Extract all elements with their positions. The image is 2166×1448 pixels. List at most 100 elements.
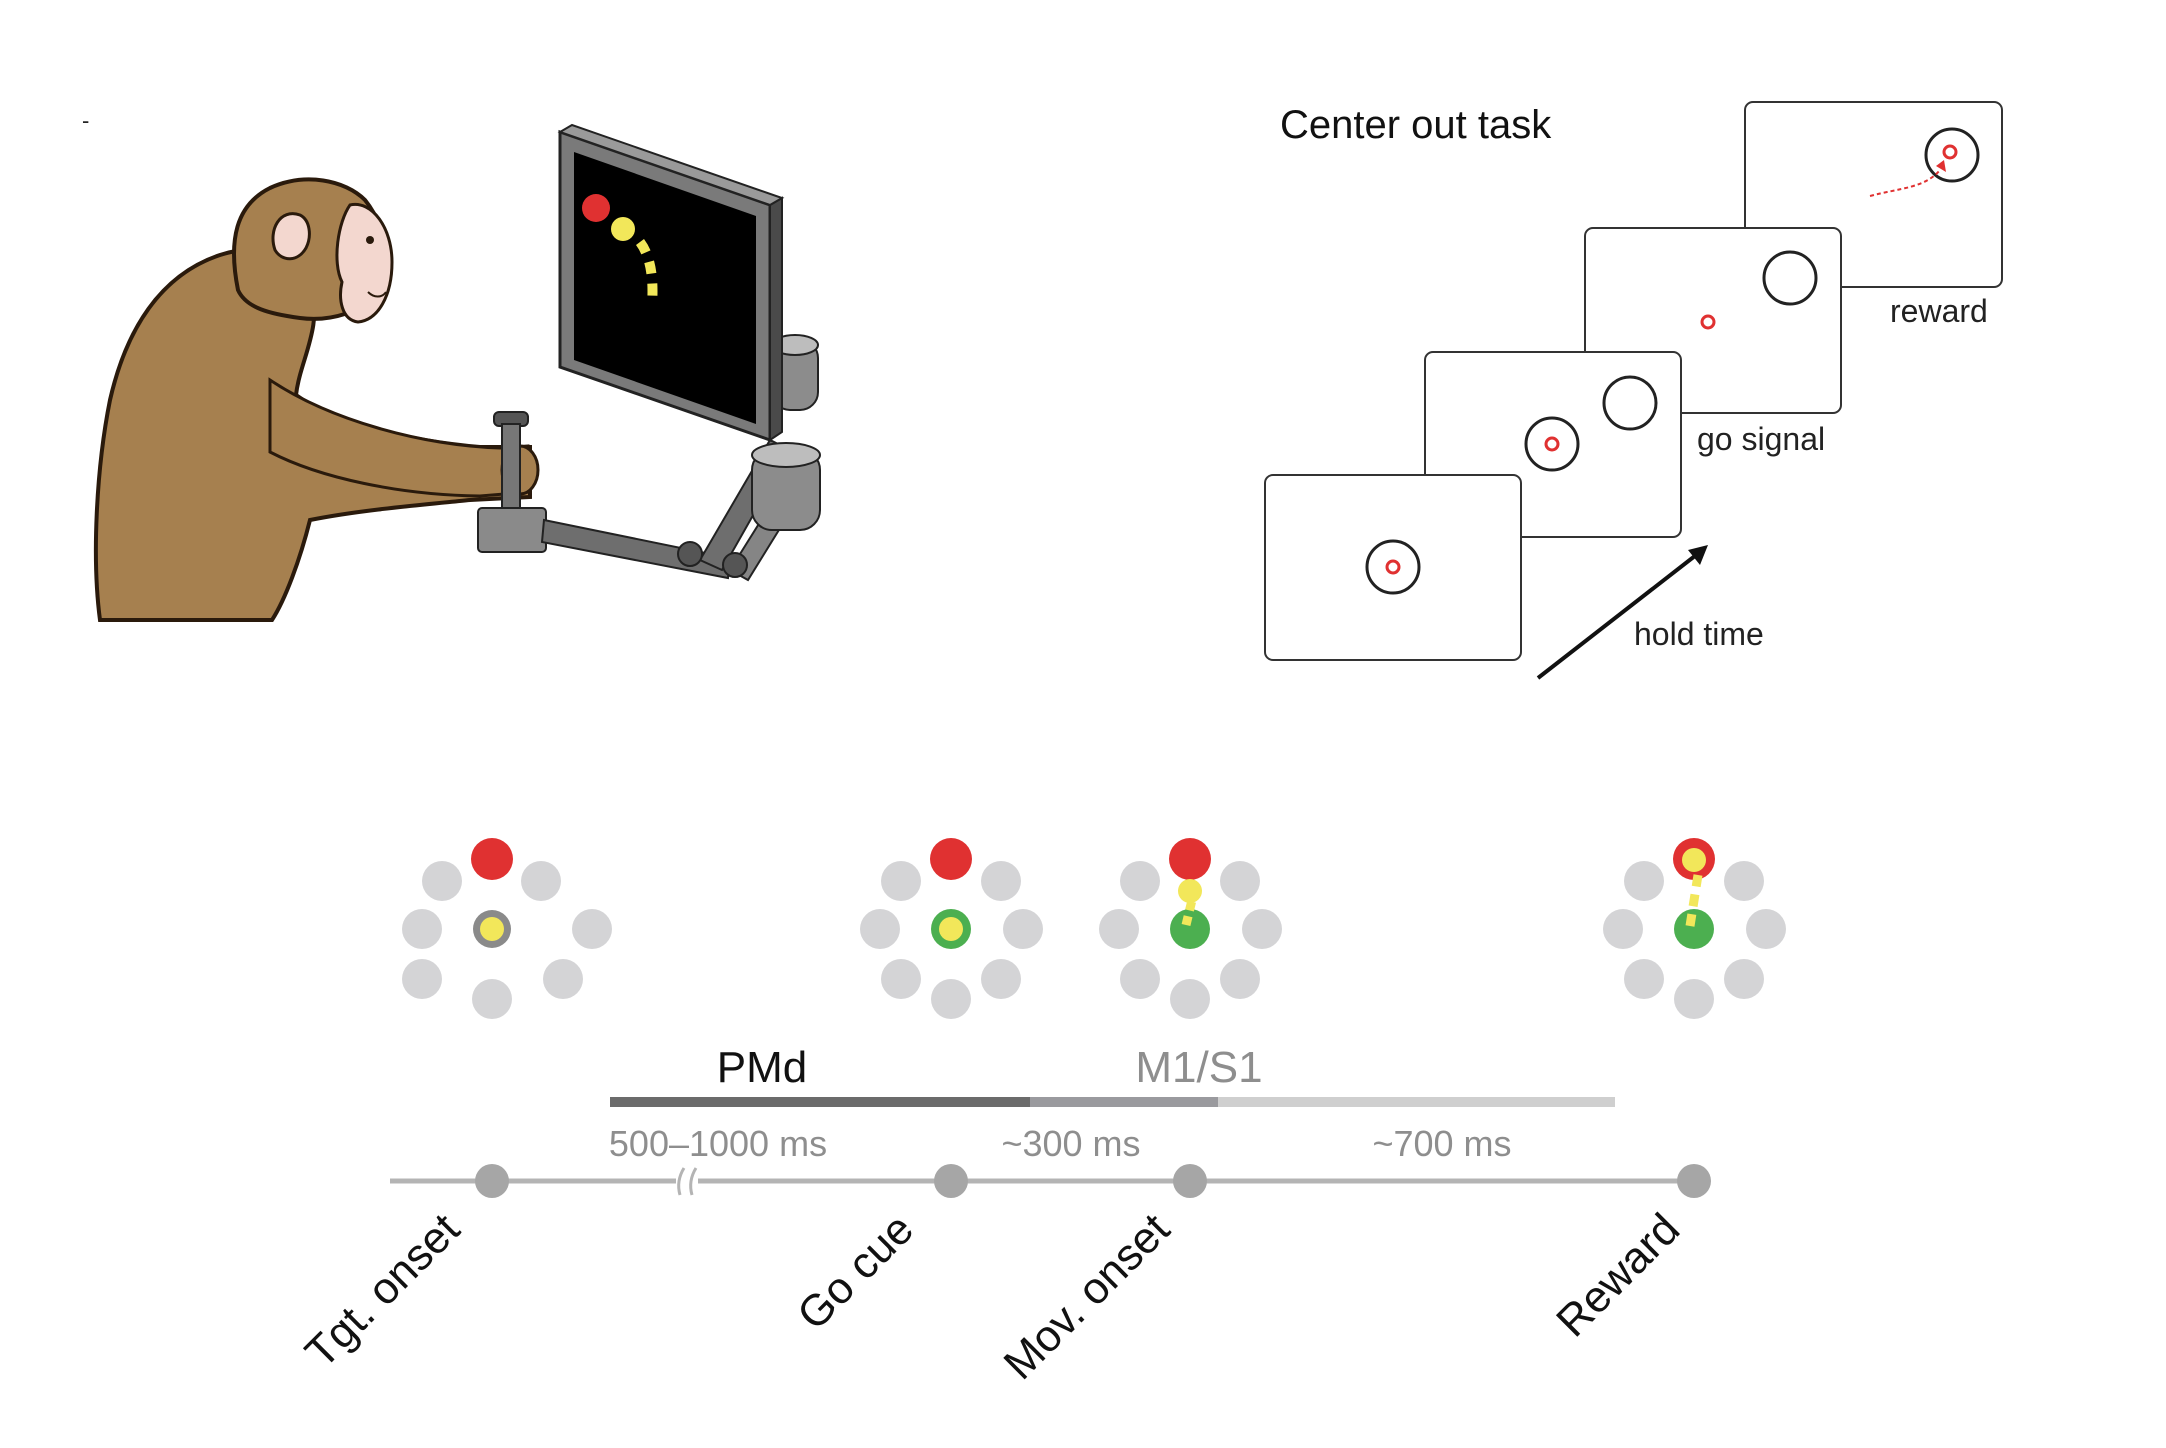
screen-cursor-dot	[611, 217, 635, 241]
panel-hold-cursor	[1385, 559, 1401, 575]
peripheral-target	[402, 909, 442, 949]
joint-2	[722, 552, 748, 578]
monitor-top	[557, 123, 785, 207]
event-label-go-cue: Go cue	[788, 1204, 923, 1339]
joint-1	[677, 541, 703, 567]
panel-reward-cursor	[1942, 144, 1958, 160]
cursor	[1682, 848, 1706, 872]
monkey-illustration	[93, 177, 540, 622]
peripheral-target	[1724, 861, 1764, 901]
cued-target	[1169, 838, 1211, 880]
monitor	[557, 123, 785, 443]
label-go-signal: go signal	[1697, 421, 1825, 457]
duration-move: ~700 ms	[1372, 1123, 1511, 1164]
peripheral-target	[1603, 909, 1643, 949]
panel-hold	[1264, 474, 1522, 661]
cursor	[939, 917, 963, 941]
cursor	[480, 917, 504, 941]
peripheral-target	[402, 959, 442, 999]
label-reward: reward	[1890, 293, 1988, 329]
event-label-mov-onset: Mov. onset	[995, 1204, 1180, 1389]
peripheral-target	[1724, 959, 1764, 999]
peripheral-target	[981, 861, 1021, 901]
pmd-bar	[610, 1097, 1030, 1107]
peripheral-target	[1170, 979, 1210, 1019]
event-dot-tgt-onset	[475, 1164, 509, 1198]
peripheral-target	[521, 861, 561, 901]
cursor-trail	[1181, 898, 1197, 927]
m1s1-bar	[1030, 1097, 1218, 1107]
peripheral-target	[1242, 909, 1282, 949]
handle-base	[477, 507, 547, 553]
event-dot-mov-onset	[1173, 1164, 1207, 1198]
peripheral-target	[472, 979, 512, 1019]
panel-reward-arrowhead	[1936, 160, 1946, 172]
event-dot-go-cue	[934, 1164, 968, 1198]
event-labels: Tgt. onset Go cue Mov. onset Reward	[296, 1204, 1689, 1389]
screen-target-dot	[582, 194, 610, 222]
hold-time-arrow	[1536, 550, 1702, 680]
peripheral-target	[422, 861, 462, 901]
panel-target-peripheral	[1602, 375, 1658, 431]
center-target	[1674, 909, 1714, 949]
label-hold-time: hold time	[1634, 616, 1764, 652]
peripheral-target	[1624, 959, 1664, 999]
trial-diagrams	[402, 838, 1786, 1019]
diagram-mov-onset	[1099, 838, 1282, 1019]
duration-hold: 500–1000 ms	[609, 1123, 827, 1164]
panel-hold-center	[1365, 539, 1421, 595]
screen-cursor-trail	[635, 239, 658, 306]
tail-bar	[1218, 1097, 1615, 1107]
timeline-axis	[390, 1164, 1711, 1198]
handle-shaft	[501, 423, 521, 515]
diagram-reward	[1603, 838, 1786, 1019]
panel-go-cursor	[1700, 314, 1716, 330]
monkey-mouth	[367, 291, 387, 298]
event-label-reward: Reward	[1547, 1204, 1689, 1346]
cued-target	[930, 838, 972, 880]
task-panels: reward go signal hold time	[1264, 101, 2003, 680]
monitor-side	[769, 196, 783, 442]
diagram-target-onset	[402, 838, 612, 1019]
peripheral-target	[1674, 979, 1714, 1019]
duration-labels: 500–1000 ms ~300 ms ~700 ms	[609, 1123, 1512, 1164]
panel-target-center	[1524, 416, 1580, 472]
panel-reward-target	[1924, 127, 1980, 183]
peripheral-target	[1220, 959, 1260, 999]
peripheral-target	[1746, 909, 1786, 949]
monkey-ear	[271, 212, 311, 261]
peripheral-target	[860, 909, 900, 949]
epoch-bars: PMd M1/S1	[610, 1043, 1615, 1107]
peripheral-target	[981, 959, 1021, 999]
peripheral-target	[881, 861, 921, 901]
monkey-eye	[366, 236, 374, 244]
cued-target	[471, 838, 513, 880]
peripheral-target	[881, 959, 921, 999]
cursor-trail	[1685, 874, 1703, 927]
peripheral-target	[572, 909, 612, 949]
duration-react: ~300 ms	[1001, 1123, 1140, 1164]
event-dot-reward	[1677, 1164, 1711, 1198]
peripheral-target	[1624, 861, 1664, 901]
hold-time-arrowhead	[1688, 545, 1708, 565]
peripheral-target	[1003, 909, 1043, 949]
label-pmd: PMd	[717, 1043, 807, 1092]
peripheral-target	[1120, 861, 1160, 901]
stray-mark: -	[82, 108, 89, 133]
panel-reward-trail	[1869, 169, 1941, 197]
cursor	[1178, 879, 1202, 903]
label-m1s1: M1/S1	[1135, 1043, 1262, 1092]
event-label-tgt-onset: Tgt. onset	[296, 1204, 469, 1377]
monkey-face	[335, 202, 394, 324]
motor-lower-cap	[751, 442, 821, 468]
panel-go-target	[1762, 250, 1818, 306]
peripheral-target	[543, 959, 583, 999]
timeline-break-mark	[677, 1167, 686, 1196]
center-out-title: Center out task	[1280, 103, 1552, 147]
manipulandum	[477, 334, 821, 582]
diagram-go-cue	[860, 838, 1043, 1019]
peripheral-target	[1220, 861, 1260, 901]
peripheral-target	[1120, 959, 1160, 999]
peripheral-target	[931, 979, 971, 1019]
